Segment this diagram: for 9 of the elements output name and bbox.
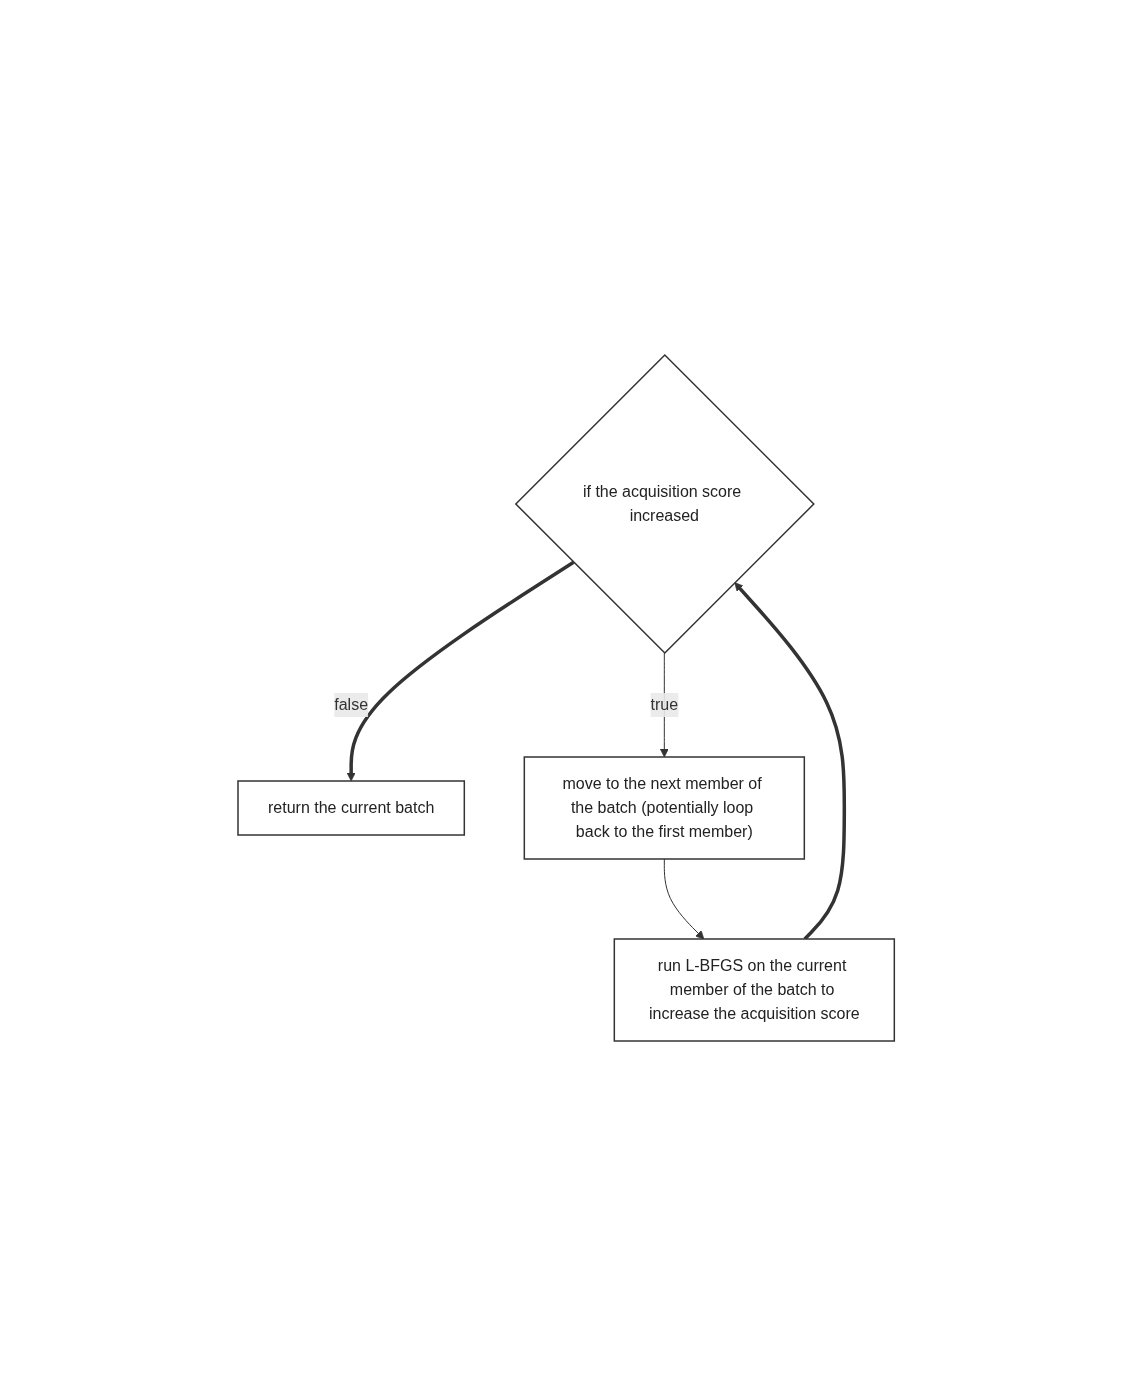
edge-label: false — [334, 696, 369, 713]
arrow — [347, 560, 575, 782]
node-box: run L-BFGS on the current member of the batch to increase the acquisition score — [613, 938, 896, 1042]
node-box: return the current batch — [237, 780, 466, 836]
arrow — [664, 858, 705, 940]
node-box: move to the next member of the batch (potentially loop back to the first member) — [523, 756, 806, 860]
arrow — [734, 582, 847, 941]
edge-label: true — [650, 696, 679, 713]
node-diamond: if the acquisition score increased — [515, 353, 816, 655]
